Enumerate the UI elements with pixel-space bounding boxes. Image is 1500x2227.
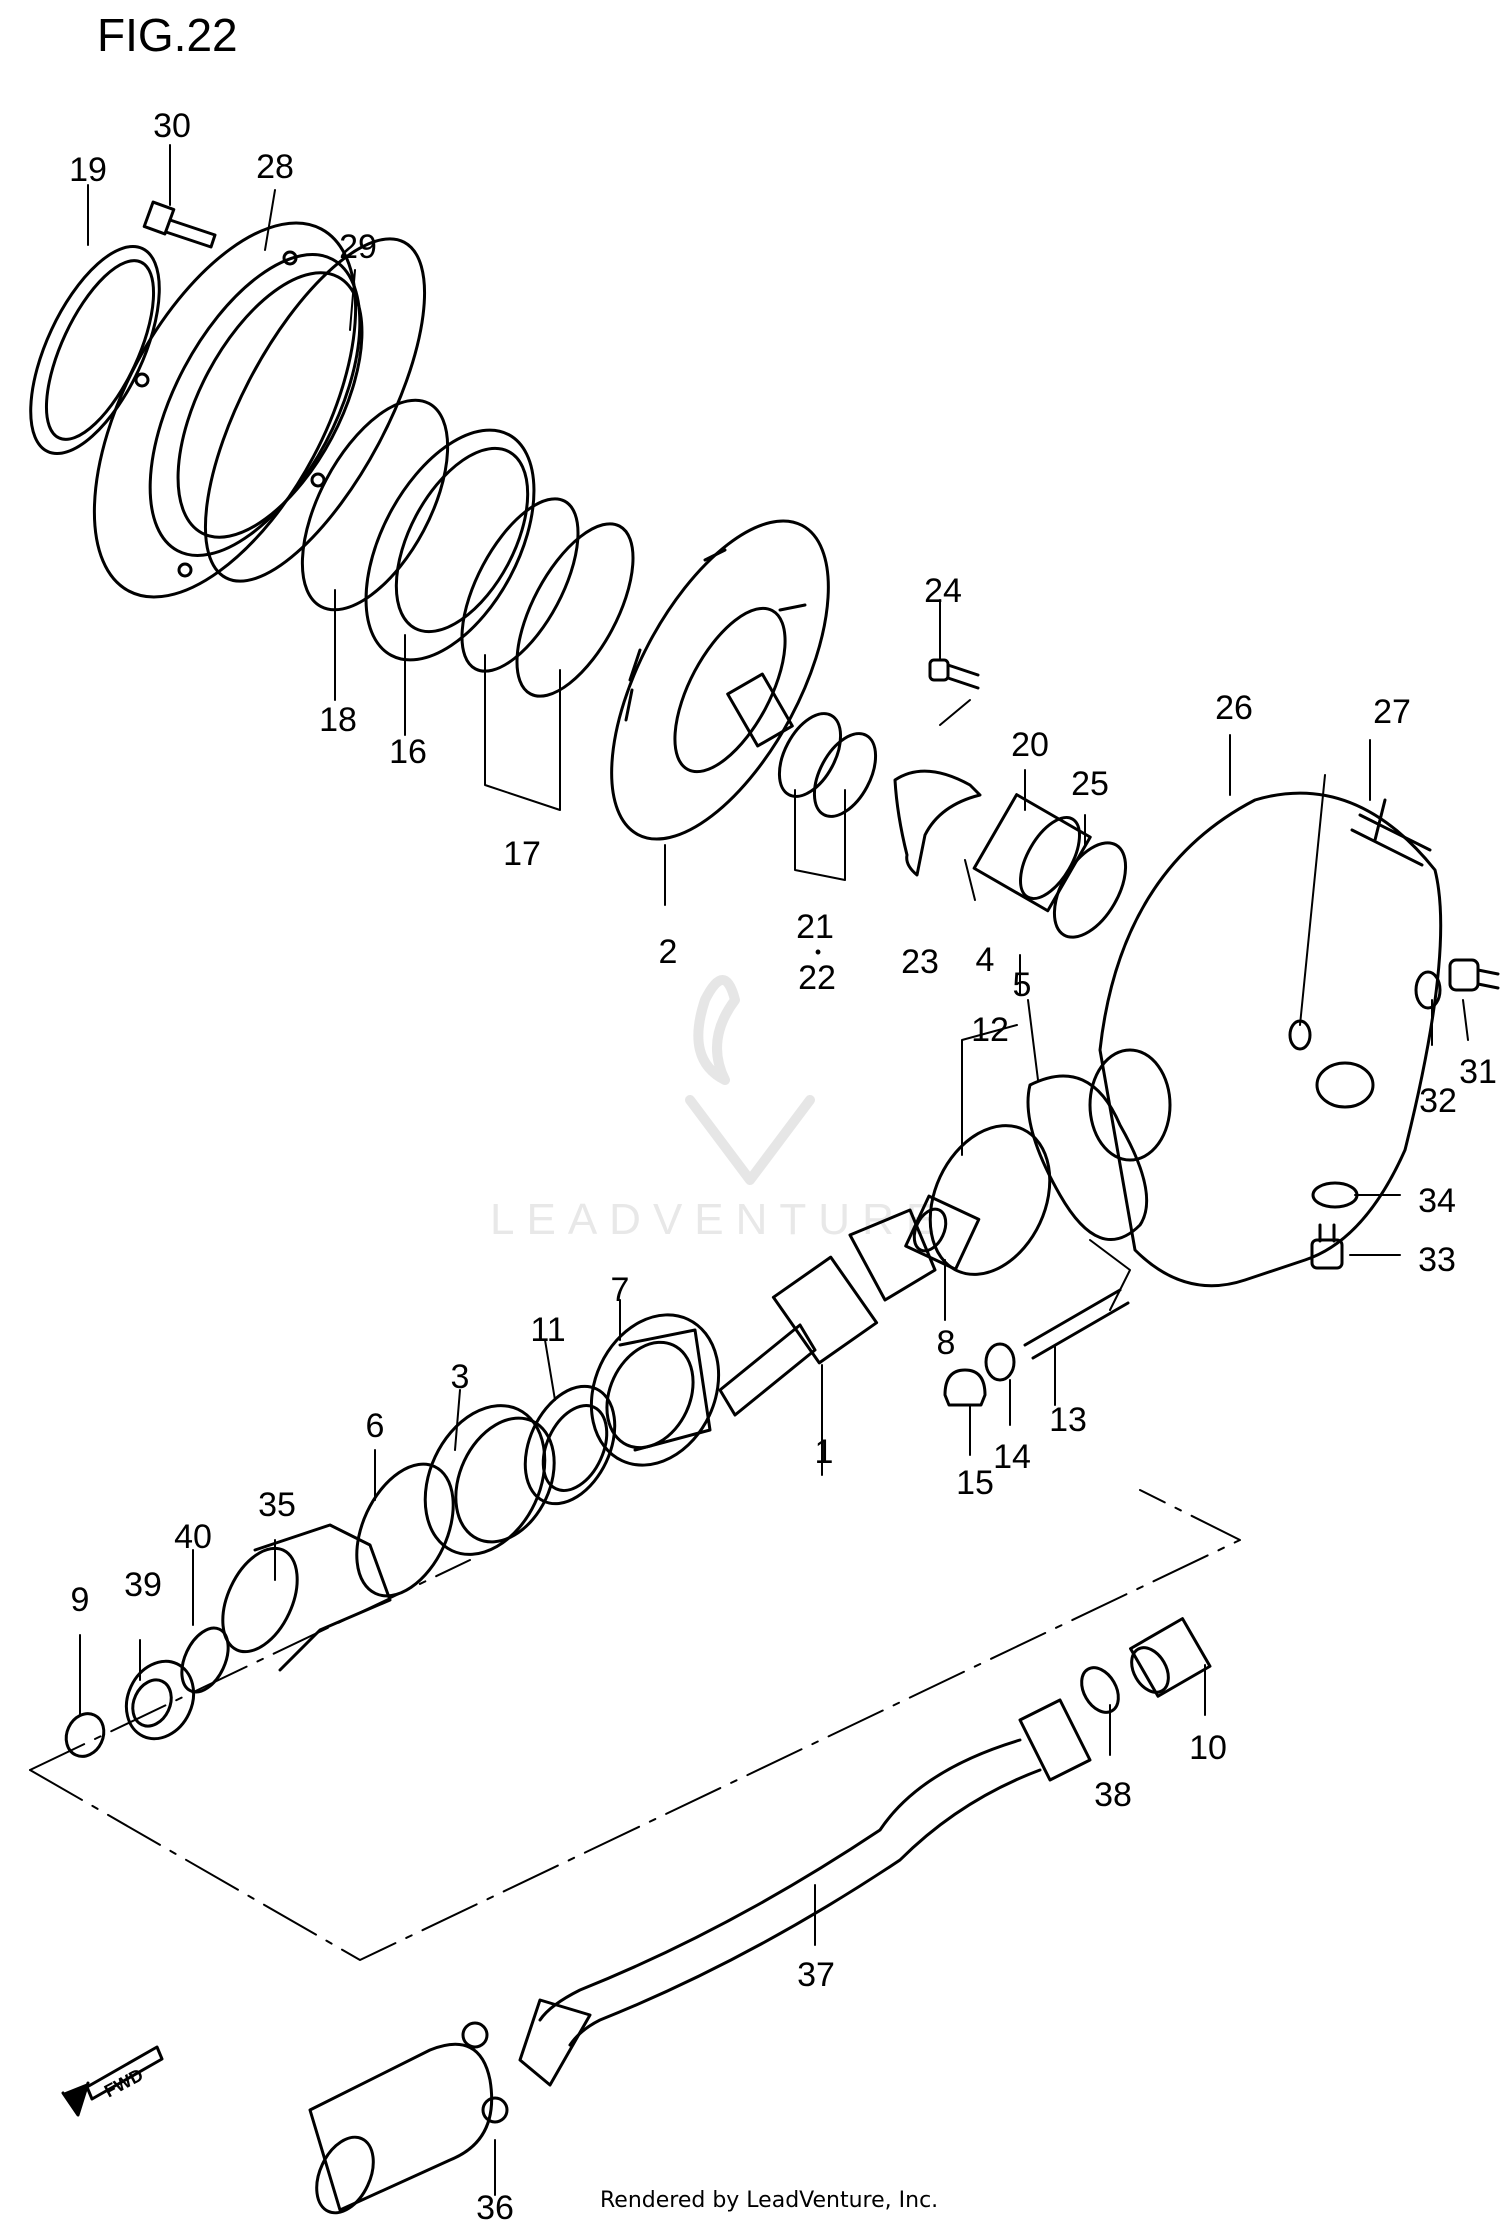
- gasket-part-34: [1311, 1181, 1359, 1209]
- ring-gear-part-2: [610, 519, 830, 841]
- callout-17: 17: [503, 835, 541, 873]
- callout-7: 7: [610, 1271, 630, 1309]
- callout-27: 27: [1373, 693, 1411, 731]
- callout-10: 10: [1189, 1729, 1227, 1767]
- bearing-part-20: [972, 793, 1092, 913]
- callout-25: 25: [1071, 765, 1109, 803]
- callout-4: 4: [975, 941, 995, 979]
- callout-1: 1: [814, 1433, 834, 1471]
- o-ring-part-29: [203, 237, 427, 583]
- callout-21: 21: [796, 908, 834, 946]
- callout-32: 32: [1419, 1082, 1457, 1120]
- washer-part-14: [984, 1342, 1016, 1382]
- callout-28: 28: [256, 148, 294, 186]
- gasket-part-5: [1026, 1074, 1149, 1242]
- callout-40: 40: [174, 1518, 212, 1556]
- callout-35: 35: [258, 1486, 296, 1524]
- nut-part-15: [943, 1368, 987, 1407]
- callout-33: 33: [1418, 1241, 1456, 1279]
- render-credit: Rendered by LeadVenture, Inc.: [600, 2188, 939, 2213]
- washer-part-39: [124, 1659, 196, 1741]
- plug-part-33: [1310, 1223, 1344, 1270]
- reference-lines: [29, 654, 1326, 1961]
- callout-3: 3: [450, 1358, 470, 1396]
- callout-separator-dot: •: [814, 942, 822, 962]
- stud-part-13: [1023, 1288, 1130, 1360]
- callout-24: 24: [924, 572, 962, 610]
- callout-34: 34: [1418, 1182, 1456, 1220]
- shim-part-17a: [460, 497, 580, 673]
- ring-part-18: [300, 398, 450, 612]
- callout-11: 11: [530, 1311, 566, 1349]
- callout-38: 38: [1094, 1776, 1132, 1814]
- circlip-part-40: [180, 1626, 230, 1694]
- callout-2: 2: [658, 933, 678, 971]
- callout-8: 8: [936, 1324, 956, 1362]
- shim-part-21a: [777, 712, 843, 798]
- propeller-shaft-part-37: [518, 1698, 1092, 2087]
- stopper-part-23: [893, 769, 982, 877]
- bolt-part-31: [1448, 958, 1500, 992]
- bearing-part-7: [589, 1313, 721, 1467]
- callout-20: 20: [1011, 726, 1049, 764]
- stud-bolt-part-27: [1350, 798, 1432, 867]
- callout-37: 37: [797, 1956, 835, 1994]
- callout-23: 23: [901, 943, 939, 981]
- callout-22: 22: [798, 959, 836, 997]
- shim-part-12: [928, 1124, 1052, 1276]
- watermark-text: LEADVENTURE: [490, 1195, 948, 1244]
- shim-part-17b: [515, 522, 635, 698]
- callout-19: 19: [69, 151, 107, 189]
- shim-part-21b: [812, 732, 878, 818]
- ring-part-38: [1080, 1666, 1120, 1714]
- flange-housing-part-28: [92, 221, 364, 599]
- figure-title: FIG.22: [97, 9, 238, 61]
- circlip-part-6: [355, 1462, 455, 1598]
- callout-18: 18: [319, 701, 357, 739]
- fwd-arrow-icon: [61, 2045, 164, 2117]
- callout-13: 13: [1049, 1401, 1087, 1439]
- drive-pinion-part-1: [718, 1208, 937, 1417]
- bolt-part-24: [928, 658, 980, 690]
- gasket-part-32: [1414, 970, 1442, 1010]
- nut-part-10: [1129, 1617, 1212, 1698]
- race-part-25: [1052, 841, 1128, 939]
- callout-6: 6: [365, 1407, 385, 1445]
- callout-5: 5: [1012, 966, 1032, 1004]
- callout-9: 9: [70, 1581, 90, 1619]
- leader-lines: [79, 144, 1469, 2196]
- bearing-part-16: [364, 428, 536, 662]
- callout-36: 36: [476, 2189, 514, 2227]
- universal-joint-part-36: [308, 2021, 509, 2215]
- coupling-part-35: [221, 1523, 392, 1672]
- callout-14: 14: [993, 1438, 1031, 1476]
- bolt-part-30: [142, 200, 217, 249]
- callout-29: 29: [339, 228, 377, 266]
- washer-part-9: [64, 1712, 106, 1758]
- callout-12: 12: [971, 1011, 1009, 1049]
- bearing-nut-part-3: [423, 1404, 556, 1556]
- watermark-logo-icon: [685, 975, 815, 1185]
- callout-31: 31: [1459, 1053, 1497, 1091]
- callout-39: 39: [124, 1566, 162, 1604]
- callout-16: 16: [389, 733, 427, 771]
- callout-30: 30: [153, 107, 191, 145]
- callout-15: 15: [956, 1464, 994, 1502]
- final-gear-case-part-26: [1088, 791, 1443, 1288]
- callout-26: 26: [1215, 689, 1253, 727]
- ring-part-11: [523, 1384, 617, 1506]
